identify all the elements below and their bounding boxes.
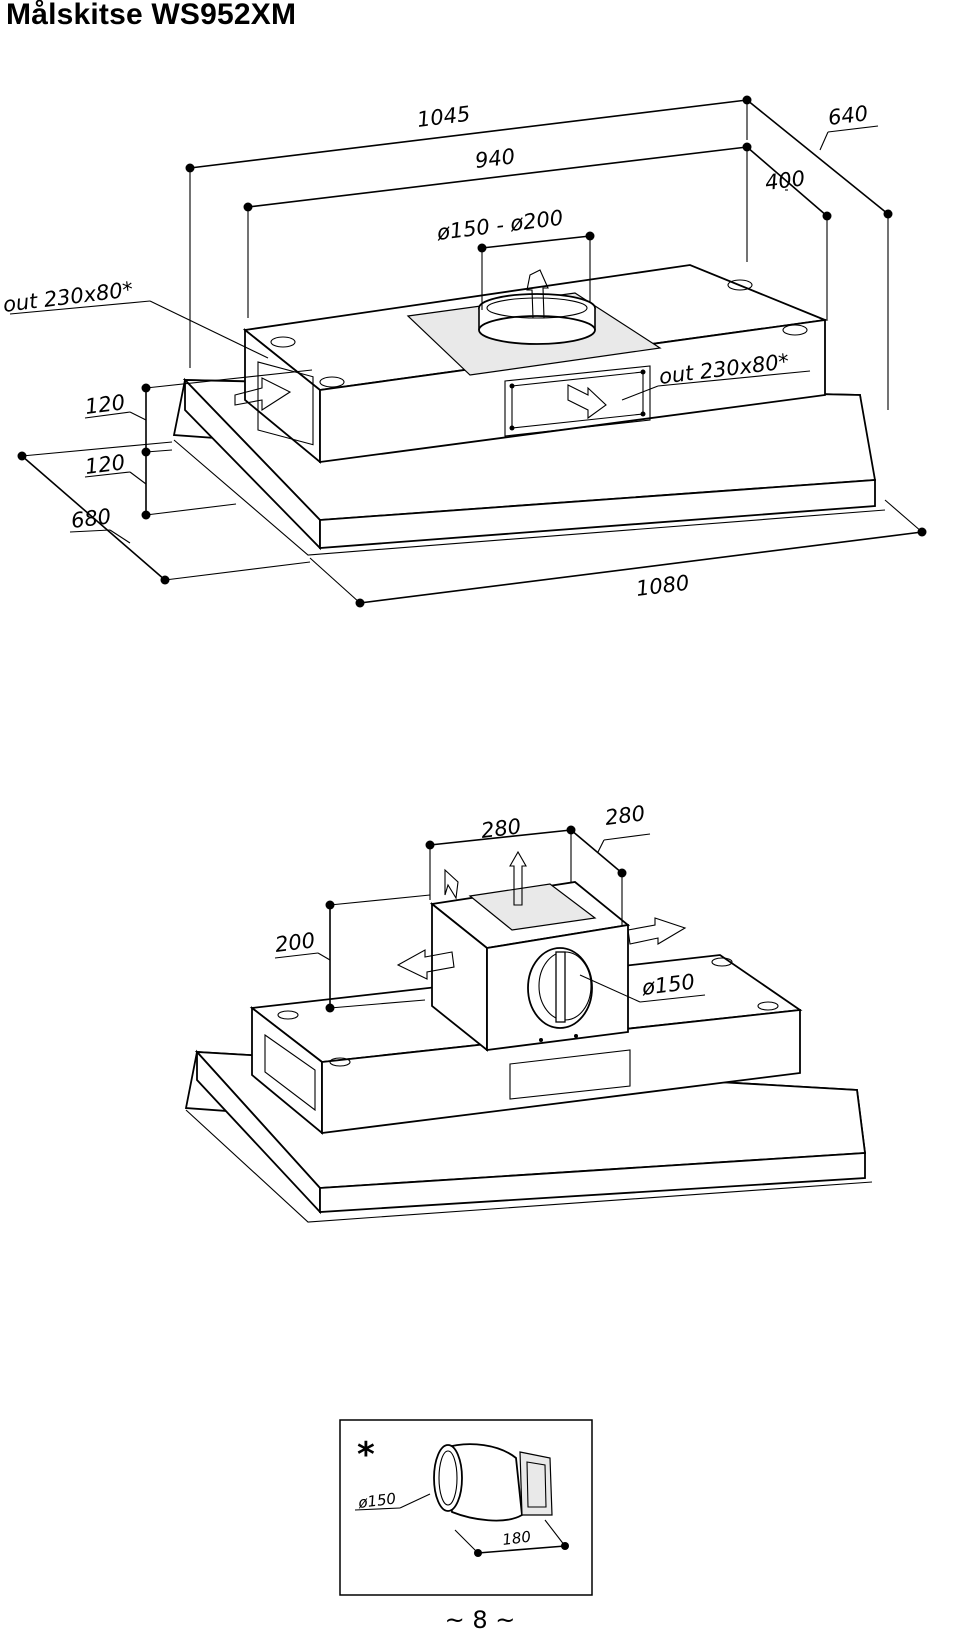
hood-diagram-bottom xyxy=(184,850,873,1223)
hood-base-front-face xyxy=(319,479,876,549)
dim-120-top-label: 120 xyxy=(84,390,127,419)
page-title: Målskitse WS952XM xyxy=(6,0,297,31)
left-outlet xyxy=(257,361,314,446)
airflow-up-arrow-2 xyxy=(509,850,527,906)
inset-dim-150-label: ø150 xyxy=(356,1489,397,1512)
front-outlet xyxy=(504,365,651,437)
dim-duct-diameter-label: ø150 - ø200 xyxy=(435,206,565,245)
dim-680-label: 680 xyxy=(70,504,113,533)
airflow-left-arrow xyxy=(396,949,455,980)
page-number: ~ 8 ~ xyxy=(444,1606,516,1634)
left-outlet-arrow xyxy=(234,377,292,412)
inset-dim-180-label: 180 xyxy=(501,1528,532,1549)
dim-640-label: 640 xyxy=(827,101,870,130)
hood-diagram-top xyxy=(172,264,886,556)
inset-star: * xyxy=(357,1435,375,1475)
dim-1045-label: 1045 xyxy=(416,102,472,132)
airflow-up-arrow xyxy=(526,269,549,319)
dim-120-bottom-label: 120 xyxy=(84,450,127,479)
out-left-label: out 230x80* xyxy=(2,277,135,317)
dim-940-label: 940 xyxy=(474,144,517,173)
rect-outlet xyxy=(519,1451,553,1516)
front-outlet-arrow xyxy=(567,384,607,420)
dim-400-label: 400 xyxy=(764,166,807,195)
motor-box-front xyxy=(319,318,826,464)
airflow-right-arrow xyxy=(627,917,687,945)
dimension-lines-bottom xyxy=(274,825,706,1013)
adapter-inset xyxy=(339,1419,593,1596)
dimension-lines-top xyxy=(9,95,927,608)
dim-200-label: 200 xyxy=(274,928,317,957)
dim-280-front-label: 280 xyxy=(480,814,523,843)
dim-280-side-label: 280 xyxy=(604,801,647,830)
dim-1080-label: 1080 xyxy=(635,571,691,601)
